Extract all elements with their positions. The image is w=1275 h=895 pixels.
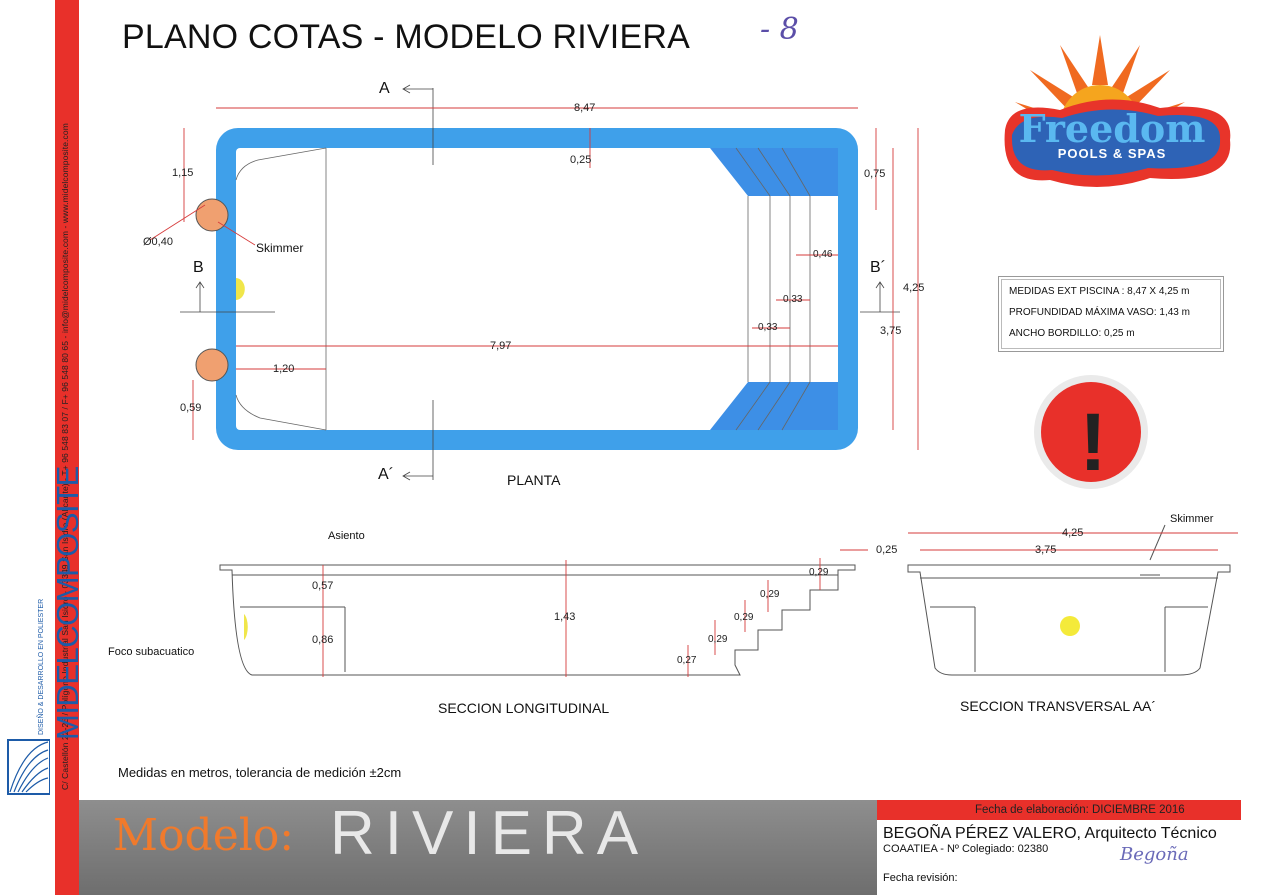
colegiado: COAATIEA - Nº Colegiado: 02380 <box>883 843 1049 855</box>
trans-section-caption: SECCION TRANSVERSAL AA´ <box>960 698 1157 714</box>
dim-s1: 0,29 <box>809 567 829 578</box>
long-section-caption: SECCION LONGITUDINAL <box>438 700 610 716</box>
dim-rim-section: 0,25 <box>876 544 898 556</box>
footer-banner <box>79 800 877 895</box>
dim-length: 8,47 <box>574 102 596 114</box>
dim-depth: 1,43 <box>554 611 576 623</box>
spec-line-3: ANCHO BORDILLO: 0,25 m <box>1009 328 1135 339</box>
dim-s5: 0,27 <box>677 655 697 666</box>
section-a-label: A <box>379 80 390 97</box>
section-b-label: B <box>193 259 204 276</box>
brand-sub: POOLS & SPAS <box>1058 146 1167 161</box>
seat-label: Asiento <box>328 530 365 542</box>
page-title: PLANO COTAS - MODELO RIVIERA <box>122 18 690 56</box>
transversal-section <box>907 524 1231 676</box>
dim-s4: 0,29 <box>708 634 728 645</box>
info-red-bar <box>877 800 1241 820</box>
dim-bench: 1,20 <box>273 363 295 375</box>
author: BEGOÑA PÉREZ VALERO, Arquitecto Técnico <box>883 825 1217 842</box>
plan-caption: PLANTA <box>507 472 561 488</box>
modelo-label: Modelo: <box>113 810 295 861</box>
midel-logo-icon <box>7 739 50 795</box>
measurement-note: Medidas en metros, tolerancia de medició… <box>118 765 402 780</box>
dim-outer: 4,25 <box>1062 527 1084 539</box>
dim-seat-height: 0,86 <box>312 634 334 646</box>
spec-box: MEDIDAS EXT PISCINA : 8,47 X 4,25 m PROF… <box>998 276 1224 352</box>
brand-name: Freedom <box>1019 106 1206 151</box>
dim-corner: 0,75 <box>864 168 886 180</box>
dim-rim: 0,25 <box>570 154 592 166</box>
dim-seat-depth: 0,57 <box>312 580 334 592</box>
spec-line-1: MEDIDAS EXT PISCINA : 8,47 X 4,25 m <box>1009 286 1190 297</box>
fecha-elaboracion: Fecha de elaboración: DICIEMBRE 2016 <box>975 804 1185 816</box>
dim-inner-length: 7,97 <box>490 340 512 352</box>
longitudinal-section <box>219 564 856 676</box>
dim-skimmer-dia: Ø0,40 <box>143 236 173 248</box>
dim-step1: 0,46 <box>813 249 833 260</box>
dim-step2: 0,33 <box>783 294 803 305</box>
dim-skimmer-offset: 1,15 <box>172 167 194 179</box>
technical-drawing: Freedom POOLS & SPAS <box>149 35 1238 677</box>
dim-step3: 0,33 <box>758 322 778 333</box>
dim-s3: 0,29 <box>734 612 754 623</box>
skimmer-label: Skimmer <box>256 241 304 255</box>
left-red-bar <box>55 0 79 895</box>
dim-bottom-offset: 0,59 <box>180 402 202 414</box>
dim-s2: 0,29 <box>760 589 780 600</box>
fecha-revision: Fecha revisión: <box>883 872 958 884</box>
dim-inner-width: 3,75 <box>880 325 902 337</box>
model-name: RIVIERA <box>330 799 649 868</box>
freedom-logo-icon: Freedom POOLS & SPAS <box>1004 35 1231 188</box>
svg-text:!: ! <box>1079 397 1106 488</box>
dim-width: 4,25 <box>903 282 925 294</box>
dim-inner: 3,75 <box>1035 544 1057 556</box>
spec-line-2: PROFUNDIDAD MÁXIMA VASO: 1,43 m <box>1009 307 1190 318</box>
light-label: Foco subacuatico <box>108 646 195 658</box>
pool-plan <box>149 84 919 481</box>
section-b2-label: B´ <box>870 259 886 276</box>
section-a2-label: A´ <box>378 466 394 483</box>
warning-icon: ! <box>1034 375 1148 489</box>
signature: Begoña <box>1120 844 1189 865</box>
handwritten-number: - 8 <box>760 12 799 47</box>
trans-skimmer-label: Skimmer <box>1170 513 1214 525</box>
